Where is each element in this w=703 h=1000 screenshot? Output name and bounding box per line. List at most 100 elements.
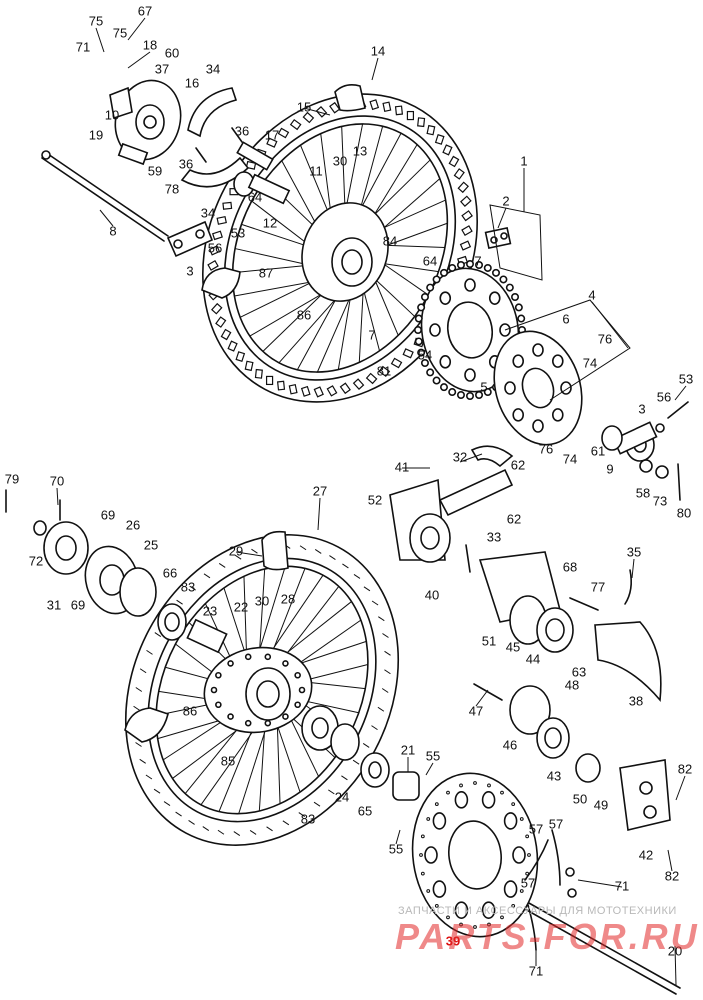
front-wheel-assembly [124,530,400,846]
callout-64b: 64 [423,253,437,268]
callout-74b: 74 [563,451,577,466]
callout-39: 39 [446,933,460,948]
front-right-hub-parts [301,705,420,801]
callout-73: 73 [653,493,667,508]
callout-47: 47 [469,703,483,718]
front-tire-tread [133,544,391,836]
callout-15: 15 [297,99,311,114]
callout-38: 38 [629,693,643,708]
callout-60: 60 [165,45,179,60]
callout-67: 67 [138,3,152,18]
rear-axle [41,150,169,242]
callout-70: 70 [50,473,64,488]
callout-76b: 76 [539,441,553,456]
callout-12: 12 [263,215,277,230]
front-brake-disc [411,772,539,938]
callout-64: 64 [248,189,262,204]
callout-55b: 55 [389,841,403,856]
callout-24: 24 [335,789,349,804]
callout-26: 26 [126,517,140,532]
callout-34b: 34 [201,205,215,220]
leader-line [395,829,401,845]
callout-44: 44 [526,651,540,666]
rear-spacers [166,141,291,258]
callout-19: 19 [89,127,103,142]
leader-line [371,57,379,81]
callout-5: 5 [480,379,487,394]
leader-line [674,945,677,986]
callout-46: 46 [503,737,517,752]
callout-28: 28 [281,591,295,606]
callout-57b: 57 [549,816,563,831]
callout-79: 79 [5,471,19,486]
callout-36: 36 [235,123,249,138]
callout-74: 74 [583,355,597,370]
leader-line [56,487,59,506]
leader-line [99,209,114,227]
watermark-logo: PARTS-FOR.RU [395,916,700,957]
part-callouts: 1233456778910111213141516171819202122232… [5,3,693,978]
watermark-caption: ЗАПЧАСТИ И АКСЕССУАРЫ ДЛЯ МОТОТЕХНИКИ [398,905,677,917]
leader-line [95,27,105,53]
leader-line [317,497,321,531]
callout-87: 87 [259,265,273,280]
callout-59: 59 [148,163,162,178]
callout-85: 85 [221,753,235,768]
front-axle [515,897,681,995]
rear-brake-panel [109,79,182,166]
callout-56b: 56 [657,389,671,404]
brake-hose-hardware [524,829,577,951]
rear-hub [301,202,389,302]
leader-line [497,207,507,229]
callout-56: 56 [208,240,222,255]
leader-line [667,849,673,872]
callout-27: 27 [313,483,327,498]
callout-77: 77 [591,579,605,594]
callout-71b: 71 [615,878,629,893]
callout-13: 13 [353,143,367,158]
callout-1: 1 [520,153,527,168]
callout-32: 32 [453,449,467,464]
leader-line [591,301,629,349]
callout-36b: 36 [179,156,193,171]
caliper-assembly [473,551,671,831]
leader-line [235,551,263,557]
leader-line [631,558,635,579]
callout-25: 25 [144,537,158,552]
callout-63: 63 [572,664,586,679]
callout-83b: 83 [301,811,315,826]
callout-35: 35 [627,544,641,559]
rear-brake-shoes [180,87,250,188]
front-left-hub-parts [5,489,228,654]
callout-30b: 30 [255,593,269,608]
callout-53b: 53 [679,371,693,386]
callout-57c: 57 [521,875,535,890]
callout-23: 23 [203,603,217,618]
callout-82: 82 [678,761,692,776]
callout-48: 48 [565,677,579,692]
callout-57: 57 [529,821,543,836]
callout-53: 53 [231,225,245,240]
callout-33: 33 [487,529,501,544]
callout-leaders [56,17,687,986]
callout-71c: 71 [529,963,543,978]
callout-43: 43 [547,768,561,783]
callout-17: 17 [265,127,279,142]
callout-82b: 82 [665,868,679,883]
leader-line [675,775,686,801]
callout-2: 2 [502,193,509,208]
callout-42: 42 [639,847,653,862]
callout-21: 21 [401,742,415,757]
callout-6: 6 [562,311,569,326]
callout-68: 68 [563,559,577,574]
callout-9: 9 [606,461,613,476]
callout-3: 3 [186,263,193,278]
callout-41: 41 [395,459,409,474]
callout-65: 65 [358,803,372,818]
leader-line [303,107,331,116]
callout-66: 66 [163,565,177,580]
callout-55: 55 [426,748,440,763]
callout-62b: 62 [507,511,521,526]
